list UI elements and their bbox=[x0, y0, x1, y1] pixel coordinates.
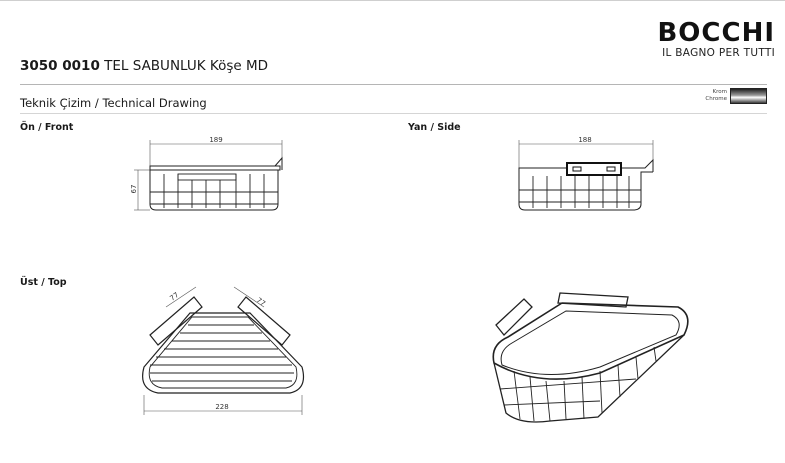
perspective-view-drawing bbox=[492, 292, 689, 423]
section-title: Teknik Çizim / Technical Drawing bbox=[20, 96, 207, 110]
front-view-drawing: 189 67 bbox=[130, 136, 283, 211]
top-view-label: Üst / Top bbox=[20, 277, 67, 288]
brand-logo: BOCCHI IL BAGNO PER TUTTI bbox=[640, 18, 775, 59]
top-rule bbox=[0, 0, 785, 1]
product-name: TEL SABUNLUK Köşe MD bbox=[104, 58, 269, 74]
finish-label-en: Chrome bbox=[705, 96, 727, 102]
brand-tagline: IL BAGNO PER TUTTI bbox=[662, 47, 775, 59]
top-view-drawing: 77 77 228 bbox=[142, 286, 305, 415]
chrome-swatch bbox=[730, 88, 767, 104]
top-right-dim: 77 bbox=[255, 296, 267, 308]
finish-label-tr: Krom bbox=[712, 89, 727, 95]
side-width-dim: 188 bbox=[578, 136, 591, 144]
front-view-label: Ön / Front bbox=[20, 122, 74, 133]
finish-swatch-block: Krom Chrome bbox=[690, 88, 768, 106]
side-view-drawing: 188 bbox=[518, 136, 654, 211]
brand-name: BOCCHI bbox=[657, 18, 775, 48]
section-divider bbox=[20, 113, 767, 114]
top-left-dim: 77 bbox=[168, 291, 180, 303]
top-width-dim: 228 bbox=[215, 403, 228, 411]
front-width-dim: 189 bbox=[209, 136, 222, 144]
header-divider bbox=[20, 84, 767, 85]
side-view-label: Yan / Side bbox=[408, 122, 461, 133]
product-code: 3050 0010 bbox=[20, 58, 100, 74]
product-title: 3050 0010 TEL SABUNLUK Köşe MD bbox=[20, 57, 268, 75]
front-height-dim: 67 bbox=[130, 185, 138, 194]
